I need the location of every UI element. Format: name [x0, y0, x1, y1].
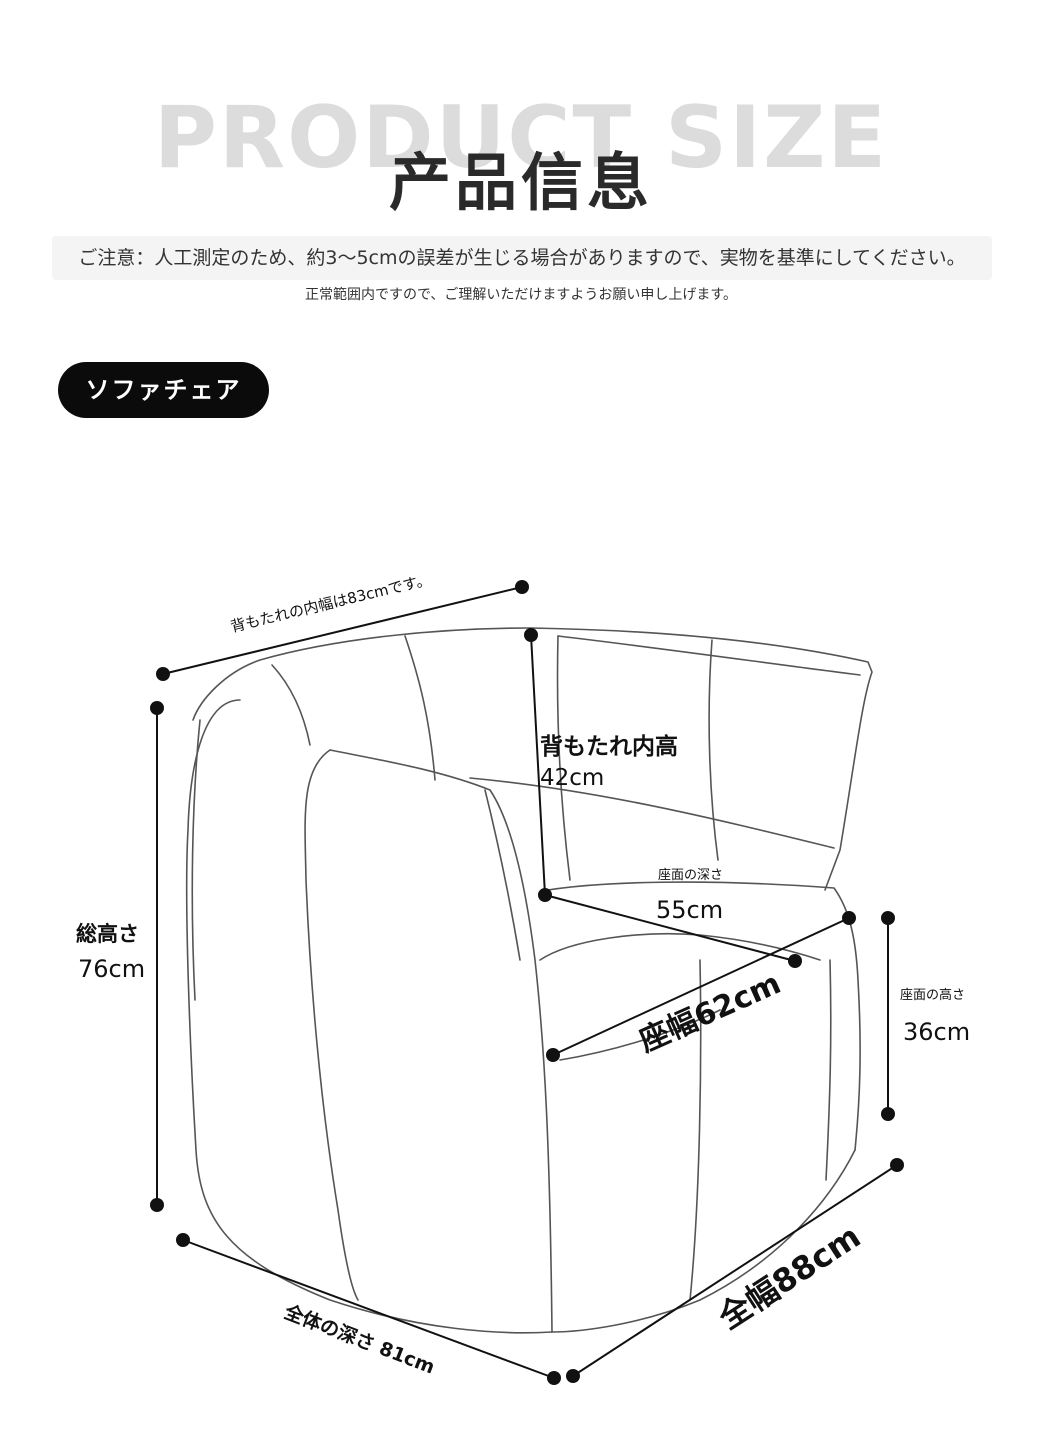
notice-line-2: 正常範囲内ですので、ご理解いただけますようお願い申し上げます。: [304, 287, 738, 303]
endpoint-dot: [881, 911, 895, 925]
endpoint-dot: [547, 1371, 561, 1385]
sofa-back-seam-1: [556, 635, 571, 881]
overall-depth-line: [182, 1239, 555, 1379]
notice-line-1: ご注意：人工測定のため、約3〜5cmの誤差が生じる場合がありますので、実物を基準…: [52, 236, 992, 280]
sofa-back-seam-2: [708, 639, 719, 861]
endpoint-dot: [788, 954, 802, 968]
sofa-arm-front-right: [329, 749, 553, 1333]
page-title: 产品信息: [388, 146, 653, 219]
overall-width-line: [572, 1164, 898, 1377]
sofa-front-bottom: [551, 1149, 856, 1333]
endpoint-dot: [890, 1158, 904, 1172]
overall-depth-label: 全体の深さ 81cm: [280, 1300, 438, 1379]
endpoint-dot: [524, 628, 538, 642]
endpoint-dot: [156, 667, 170, 681]
backrest-height-label: 背もたれ内高: [540, 733, 678, 760]
category-pill: ソファチェア: [58, 362, 269, 418]
backrest-width-line: [162, 586, 523, 675]
sofa-left-inner-fold: [191, 719, 201, 1001]
background-title: PRODUCT SIZE: [153, 88, 889, 188]
sofa-seat-front-lower: [559, 1009, 721, 1061]
dimension-endpoints: [150, 580, 904, 1385]
sofa-back-right-edge: [529, 627, 873, 891]
sofa-back-seam-4: [271, 664, 311, 746]
sofa-back-inner-top: [557, 635, 861, 676]
endpoint-dot: [150, 701, 164, 715]
seat-height-value: 36cm: [903, 1018, 970, 1046]
sofa-back-inner-lower: [469, 777, 835, 849]
sofa-front-seam-2: [825, 959, 832, 1181]
seat-height-label: 座面の高さ: [900, 987, 965, 1003]
sofa-front-seam-1: [689, 959, 702, 1301]
sofa-sketch: [185, 627, 873, 1334]
backrest-height-line: [530, 634, 546, 896]
total-height-value: 76cm: [78, 955, 145, 983]
dimension-lines: [156, 586, 898, 1379]
endpoint-dot: [515, 580, 529, 594]
backrest-width-label: 背もたれの内幅は83cmです。: [229, 570, 433, 635]
sofa-arm-inner: [484, 789, 521, 961]
endpoint-dot: [881, 1107, 895, 1121]
endpoint-dot: [538, 888, 552, 902]
backrest-height-value: 42cm: [540, 765, 604, 791]
endpoint-dot: [176, 1233, 190, 1247]
total-height-label: 総高さ: [76, 922, 139, 946]
seat-width-label: 座幅62cm: [634, 966, 786, 1059]
endpoint-dot: [842, 911, 856, 925]
seat-depth-label: 座面の深さ: [658, 868, 723, 883]
endpoint-dot: [546, 1048, 560, 1062]
sofa-left-outer: [185, 699, 553, 1334]
sofa-back-seam-3: [404, 635, 436, 781]
seat-depth-value: 55cm: [656, 896, 723, 924]
sofa-arm-front-left: [304, 749, 359, 1301]
seat-width-line: [552, 917, 850, 1056]
sofa-back-top-edge: [192, 627, 531, 721]
seat-depth-line: [544, 894, 796, 962]
endpoint-dot: [150, 1198, 164, 1212]
endpoint-dot: [566, 1369, 580, 1383]
